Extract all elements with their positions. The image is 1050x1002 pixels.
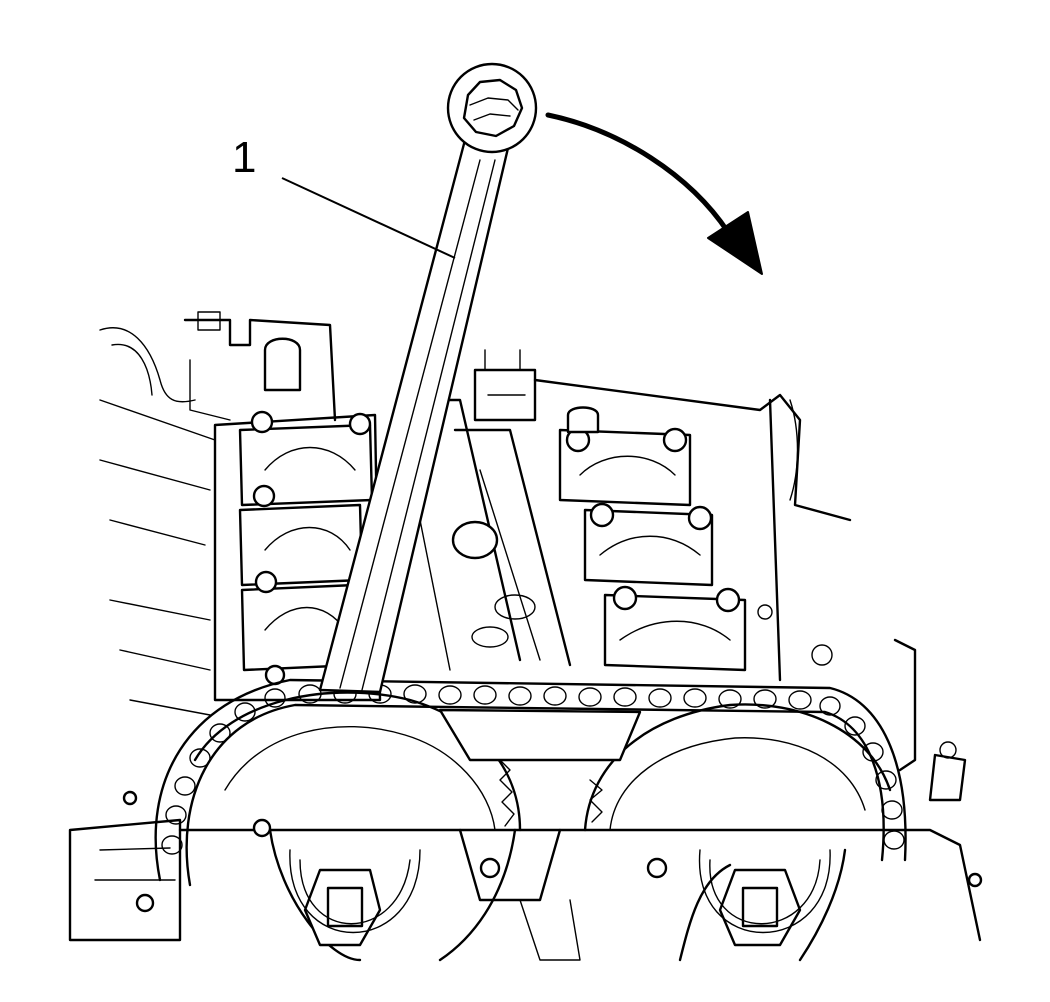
cylinder-head	[99, 311, 967, 802]
timing-cover	[68, 790, 983, 961]
chain-links-right	[819, 696, 905, 850]
timing-chain	[154, 678, 907, 887]
left-camshaft-sprocket	[193, 691, 522, 962]
box-end-wrench	[318, 62, 538, 694]
callout-1: 1	[232, 133, 456, 259]
chain-guide	[438, 708, 642, 762]
callout-1-label: 1	[232, 133, 256, 182]
left-camshaft-caps	[238, 410, 374, 686]
right-camshaft-sprocket	[583, 703, 892, 962]
chain-links-top	[298, 684, 812, 710]
curved-arrow-clockwise-icon	[545, 112, 763, 275]
chain-links-left	[161, 688, 286, 855]
right-camshaft-caps	[558, 406, 747, 672]
